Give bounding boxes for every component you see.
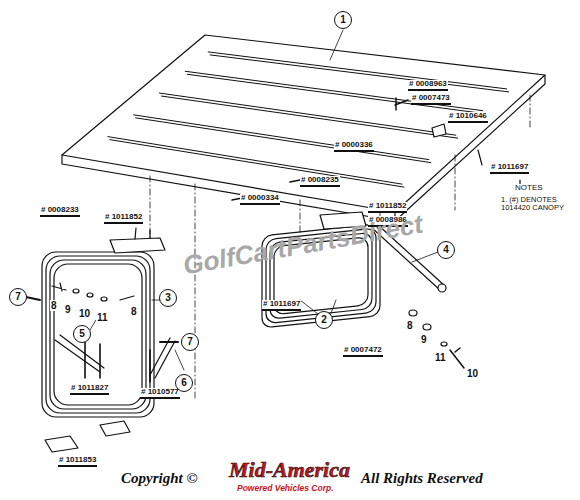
callout-number: 8: [130, 306, 138, 317]
part-number: # 1011852: [104, 213, 143, 224]
watermark: GolfCartPartsDirect: [180, 210, 426, 281]
callout-circle: 1: [334, 11, 352, 29]
callout-circle: 4: [437, 241, 455, 259]
foot-pad: [100, 421, 130, 436]
roof-rib: [110, 140, 404, 187]
roof-rib: [108, 137, 402, 184]
callout-number: 7: [15, 292, 21, 302]
part-number: # 0008963: [408, 80, 448, 91]
frame-tube: [46, 256, 150, 413]
callout-circle: 6: [175, 374, 193, 392]
callout-circle: 2: [315, 311, 333, 329]
roof-rib: [208, 52, 506, 89]
callout-number: 9: [420, 334, 428, 345]
callout-circle: 7: [9, 288, 27, 306]
part-number: # 0007472: [343, 346, 383, 357]
rights-notice: All Rights Reserved: [360, 470, 484, 487]
part-number: # 1011697: [262, 300, 301, 311]
part-number: # 1011697: [490, 163, 529, 174]
callout-number: 4: [443, 245, 449, 255]
roof-rib: [136, 118, 431, 163]
callout-number: 9: [64, 304, 72, 315]
note-text: 1. (#) DENOTES 1014420 CANOPY: [500, 196, 578, 213]
part-number: # 1010577: [140, 388, 180, 399]
foot-pad: [45, 436, 78, 452]
frame-tube: [54, 264, 142, 405]
copyright: Copyright ©: [120, 470, 199, 487]
callout-number: 7: [187, 337, 193, 347]
frame-tube: [50, 260, 146, 409]
roof-rib: [159, 93, 455, 135]
callout-number: 8: [50, 300, 58, 311]
mount-bracket: [110, 238, 165, 253]
callout-number: 8: [406, 320, 414, 331]
callout-number: 2: [321, 315, 327, 325]
note-heading: NOTES: [514, 184, 544, 193]
callout-circle: 5: [73, 325, 91, 343]
callout-number: 1: [340, 15, 346, 25]
part-number: # 1010646: [448, 112, 488, 123]
roof-rib: [187, 74, 484, 113]
roof-rib: [210, 55, 508, 92]
roof-rib: [185, 71, 482, 110]
part-number: # 0000334: [240, 194, 280, 205]
callout-number: 10: [78, 308, 91, 319]
part-number: # 1011853: [58, 456, 97, 467]
callout-number: 5: [79, 329, 85, 339]
frame-tube: [42, 252, 154, 417]
part-number: # 0000336: [334, 141, 374, 152]
roof-rib: [134, 115, 429, 160]
callout-number: 3: [165, 293, 171, 303]
part-number: # 1011827: [70, 384, 109, 395]
callout-number: 11: [434, 352, 447, 363]
callout-number: 6: [181, 378, 187, 388]
callout-circle: 7: [181, 333, 199, 351]
left-support-frame: [42, 252, 154, 417]
part-number: # 1011852: [368, 202, 407, 213]
company-logo: Mid-America: [228, 458, 351, 482]
callout-number: 11: [96, 312, 109, 323]
part-number: # 0008235: [300, 176, 340, 187]
canopy-edge: [62, 75, 545, 221]
callout-number: 10: [466, 368, 479, 379]
part-number: # 0008233: [40, 206, 80, 217]
company-tagline: Powered Vehicles Corp.: [236, 484, 335, 493]
callout-circle: 3: [159, 289, 177, 307]
canopy-top: [62, 35, 545, 212]
part-number: # 0007473: [411, 94, 451, 105]
